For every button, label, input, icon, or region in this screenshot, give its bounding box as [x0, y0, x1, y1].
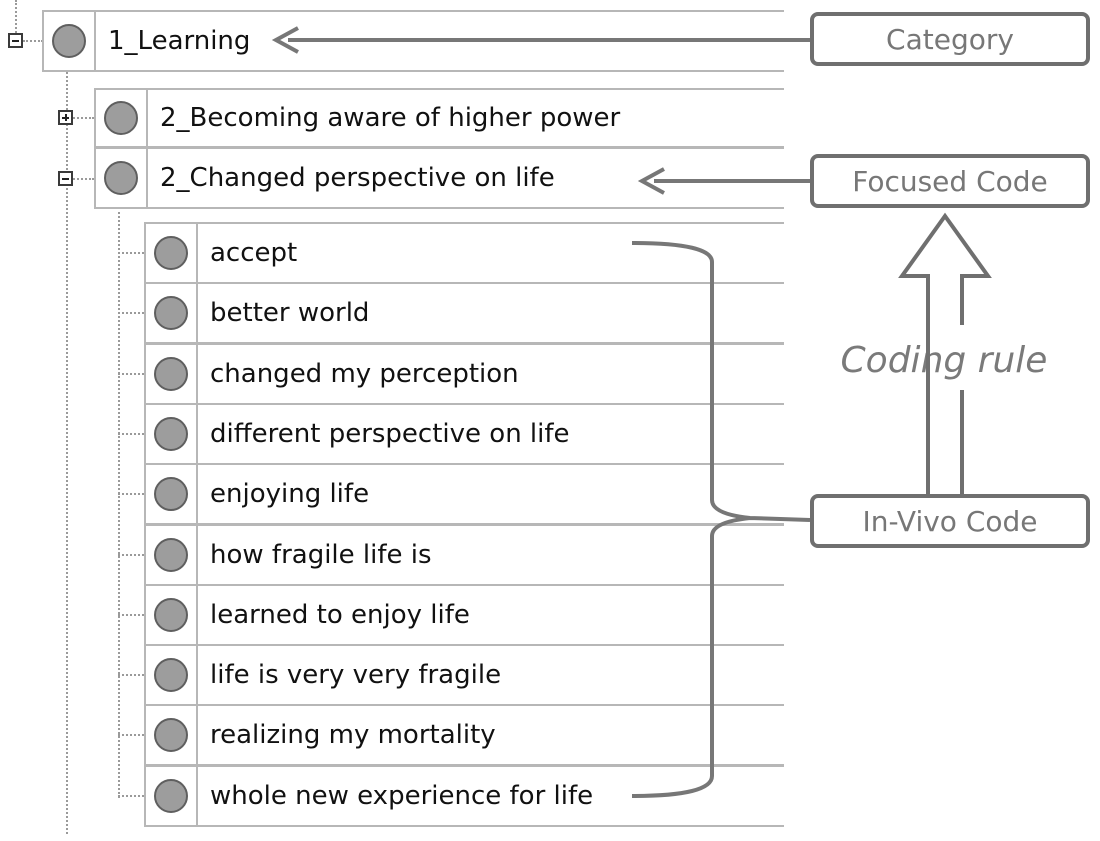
in-vivo-code-callout: In-Vivo Code — [810, 494, 1090, 548]
in-vivo-code-row[interactable]: how fragile life is — [144, 524, 784, 586]
collapse-icon[interactable] — [8, 33, 23, 48]
tree-line — [66, 72, 68, 834]
circle-node-icon — [104, 161, 138, 195]
tree-line — [66, 178, 94, 180]
focused-code-label: 2_Changed perspective on life — [160, 163, 555, 193]
focused-code-row[interactable]: 2_Becoming aware of higher power — [94, 88, 784, 148]
focused-code-arrow-head — [637, 167, 665, 195]
circle-node-icon — [52, 24, 86, 58]
in-vivo-code-label: realizing my mortality — [210, 720, 496, 750]
circle-node-icon — [154, 779, 188, 813]
in-vivo-code-row[interactable]: life is very very fragile — [144, 644, 784, 706]
in-vivo-code-label: better world — [210, 298, 370, 328]
coding-rule-label: Coding rule — [840, 340, 1048, 381]
circle-node-icon — [154, 236, 188, 270]
focused-code-label: 2_Becoming aware of higher power — [160, 103, 621, 133]
in-vivo-code-row[interactable]: whole new experience for life — [144, 765, 784, 827]
tree-line — [15, 0, 17, 40]
tree-line — [118, 252, 144, 254]
in-vivo-code-label: different perspective on life — [210, 419, 570, 449]
in-vivo-code-row[interactable]: accept — [144, 222, 784, 284]
in-vivo-code-label: whole new experience for life — [210, 781, 594, 811]
circle-node-icon — [154, 658, 188, 692]
tree-line — [66, 117, 94, 119]
in-vivo-code-label: enjoying life — [210, 479, 370, 509]
in-vivo-code-label: accept — [210, 238, 298, 268]
tree-line — [118, 493, 144, 495]
in-vivo-code-label: how fragile life is — [210, 540, 432, 570]
in-vivo-code-label: life is very very fragile — [210, 660, 502, 690]
category-arrow-head — [271, 26, 299, 54]
in-vivo-code-row[interactable]: different perspective on life — [144, 403, 784, 465]
coding-rule-arrow — [898, 212, 992, 494]
tree-line — [118, 554, 144, 556]
circle-node-icon — [154, 357, 188, 391]
tree-line — [118, 674, 144, 676]
circle-node-icon — [154, 296, 188, 330]
focused-code-row[interactable]: 2_Changed perspective on life — [94, 147, 784, 209]
tree-line — [23, 40, 43, 42]
in-vivo-code-row[interactable]: enjoying life — [144, 463, 784, 525]
circle-node-icon — [154, 718, 188, 752]
circle-node-icon — [154, 417, 188, 451]
expand-icon[interactable] — [58, 110, 73, 125]
tree-line — [118, 734, 144, 736]
category-label: 1_Learning — [108, 26, 251, 56]
circle-node-icon — [154, 477, 188, 511]
tree-line — [118, 312, 144, 314]
circle-node-icon — [154, 598, 188, 632]
circle-node-icon — [104, 101, 138, 135]
in-vivo-code-row[interactable]: changed my perception — [144, 343, 784, 405]
circle-node-icon — [154, 538, 188, 572]
collapse-icon[interactable] — [58, 171, 73, 186]
tree-line — [118, 433, 144, 435]
tree-line — [118, 795, 144, 797]
tree-line — [118, 212, 120, 798]
in-vivo-code-label: learned to enjoy life — [210, 600, 470, 630]
tree-line — [118, 373, 144, 375]
in-vivo-code-label: changed my perception — [210, 359, 519, 389]
tree-line — [118, 614, 144, 616]
category-callout: Category — [810, 12, 1090, 66]
in-vivo-brace — [631, 241, 811, 798]
focused-code-callout: Focused Code — [810, 154, 1090, 208]
